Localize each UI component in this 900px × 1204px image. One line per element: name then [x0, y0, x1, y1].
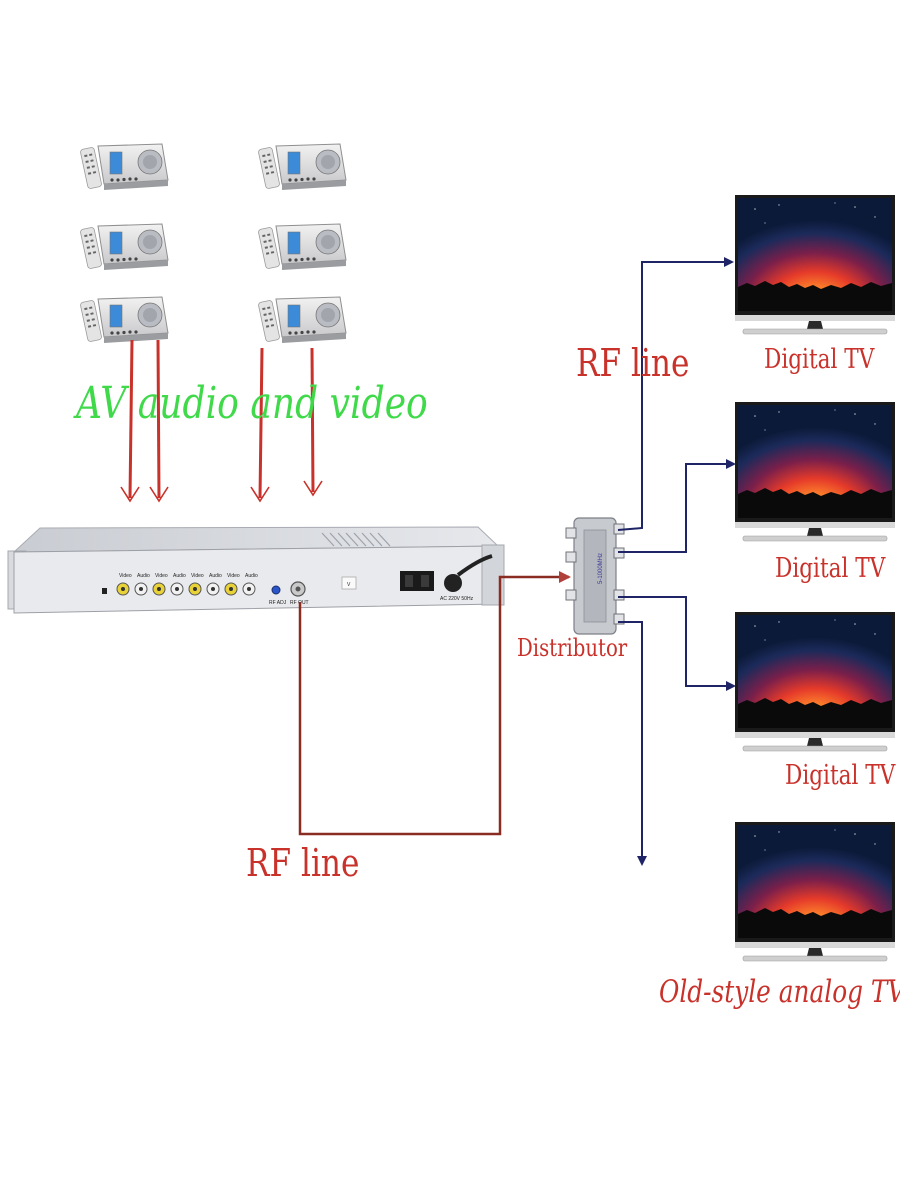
- rf-line-label-top: RF line: [576, 344, 689, 382]
- tv-analog: [735, 822, 895, 961]
- rf-adj-knob: [272, 586, 280, 594]
- tv-label-4: Old-style analog TV: [659, 977, 900, 1008]
- power-label: AC 220V 50Hz: [440, 596, 474, 602]
- tv-label-2: Digital TV: [775, 555, 885, 582]
- tv-digital-2: [735, 402, 895, 541]
- jack-label-8: Audio: [245, 573, 258, 579]
- distributor-label: Distributor: [517, 636, 627, 660]
- av-source-stb-2: [258, 144, 346, 190]
- jack-label-4: Audio: [173, 573, 186, 579]
- svg-text:5-1000MHz: 5-1000MHz: [598, 553, 604, 584]
- av-source-stb-4: [258, 224, 346, 270]
- tv-label-3: Digital TV: [785, 762, 895, 789]
- av-source-stb-1: [80, 144, 168, 190]
- av-source-stb-5: [80, 297, 168, 343]
- av-source-stb-3: [80, 224, 168, 270]
- rack-modulator: Video Audio Video Audio Video Audio Vide…: [8, 527, 504, 613]
- rf-adj-label: RF ADJ: [269, 600, 287, 606]
- jack-label-2: Audio: [137, 573, 150, 579]
- jack-label-1: Video: [119, 573, 132, 579]
- av-cable-arrowheads: [121, 481, 322, 501]
- tv-digital-1: [735, 195, 895, 334]
- power-socket: [444, 574, 462, 592]
- av-source-stb-6: [258, 297, 346, 343]
- jack-label-5: Video: [191, 573, 204, 579]
- jack-label-7: Video: [227, 573, 240, 579]
- rf-line-label-bottom: RF line: [246, 844, 359, 882]
- tv-label-1: Digital TV: [764, 346, 874, 373]
- rf-line-to-distributor: [300, 577, 569, 834]
- distributor-splitter: 5-1000MHz: [566, 518, 624, 634]
- av-audio-video-label: AV audio and video: [76, 382, 428, 426]
- jack-label-3: Video: [155, 573, 168, 579]
- jack-label-6: Audio: [209, 573, 222, 579]
- tv-digital-3: [735, 612, 895, 751]
